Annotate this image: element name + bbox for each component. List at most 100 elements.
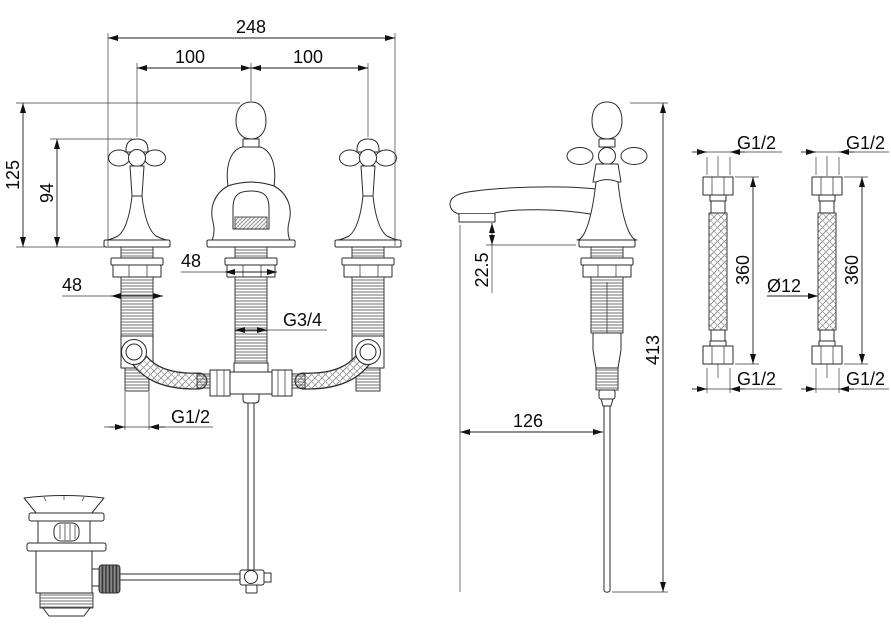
waste-lower-flange [26,542,107,552]
side-handle-arm-right [620,147,648,165]
side-top-knob [591,101,623,140]
spout-aerator [234,216,268,230]
side-tail-collar [598,389,616,400]
spout-arch-window [232,190,270,230]
valve-right-flange [334,239,402,248]
valve-right-thread-upper [351,246,385,259]
flex-right-top-nut [811,176,843,196]
flex-left-bottom-nut [702,345,734,365]
valve-left-handle-arm-left [108,149,130,167]
valve-right-handle-arm-left [339,149,361,167]
valve-right-backnut [343,264,393,278]
flex-right-top-ferrule [819,200,835,214]
tee-nut-left [209,369,231,397]
side-backnut [582,264,632,278]
waste-funnel [23,495,105,515]
valve-left-flange [103,239,171,248]
spout-upper-dome [226,146,276,187]
side-tail-taper [600,398,614,407]
tee-body [227,371,275,395]
spout-backnut [226,264,276,278]
flex-right-bottom-ferrule [819,329,835,342]
valve-right-tail-thread [355,367,381,392]
hose-left-boss [121,339,147,365]
side-flange [578,239,636,248]
dim-hose-right-top: G1/2 [846,133,885,153]
valve-right-handle-hub [359,149,377,167]
side-spout [449,186,597,223]
side-tail-body [592,332,622,369]
tee-outlet [242,393,260,404]
dim-overall-height: 125 [3,160,23,190]
waste-knurled-nut [98,564,121,594]
pop-up-rod [239,403,272,594]
hose-left-stub [196,373,211,389]
waste-thread-end [42,607,91,617]
flex-left-bottom-collar [709,340,727,347]
valve-left-backnut [112,264,162,278]
dim-tail-thread: G1/2 [171,407,210,427]
valve-left-washer [110,257,164,266]
dim-handle-height: 94 [37,183,57,203]
flex-right-bottom-collar [818,340,836,347]
flex-right-bottom-nut [811,345,843,365]
dim-hose-left-top: G1/2 [737,133,776,153]
side-handle-hub [598,147,616,165]
valve-right-washer [341,257,395,266]
side-tail-thread [595,367,619,391]
valve-left-thread-lower [120,276,154,337]
side-thread-upper [590,246,624,259]
valve-left-thread-upper [120,246,154,259]
side-washer [580,257,634,266]
valve-right-handle-arm-right [375,149,397,167]
hose-right-stub [291,373,306,389]
waste-top-plate [28,512,105,522]
spout-body [207,181,295,248]
flex-left-top-nut [702,176,734,196]
valve-left-bell [105,195,169,241]
valve-left-stem [129,165,145,197]
dim-spout-reach: 126 [513,411,543,431]
spout-washer [224,257,278,266]
valve-right-handle-cap [356,138,380,153]
dim-pitch-right: 100 [293,47,323,67]
rod-clamp-end [263,572,272,583]
dim-hose-diameter: Ø12 [767,276,801,296]
dim-side-height: 413 [643,335,663,365]
spout-base-flange [206,239,296,248]
flex-right-braid [817,212,837,331]
supply-hose-front-right [291,339,381,390]
flex-left-top-ferrule [710,200,726,214]
flex-hose-right: G1/2 360 G1/2 Ø12 [767,133,889,393]
side-view: 22.5 126 413 [449,101,668,593]
valve-left-handle-arm-right [144,149,166,167]
valve-left-handle-hub [128,149,146,167]
dim-pitch-left: 100 [175,47,205,67]
front-view: 248 100 100 125 94 48 48 G3/4 [3,17,402,594]
dim-spout-drop: 22.5 [472,252,492,287]
dim-shank-left: 48 [62,275,82,295]
side-handle-arm-left [566,147,594,165]
supply-hose-front-left [121,339,211,390]
dim-total-width: 248 [236,17,266,37]
waste-bottom-thread [39,592,94,609]
spout-column-front [206,101,296,364]
flex-hose-left: G1/2 360 G1/2 [692,133,782,393]
dim-hose-right-bottom: G1/2 [846,369,885,389]
hose-right-boss [355,339,381,365]
tee-connector [209,362,293,404]
tee-collar [233,362,269,373]
valve-right-thread-lower [351,276,385,337]
pop-up-waste [23,495,240,617]
flex-left-top-collar [709,194,727,202]
valve-right-stem [360,165,376,197]
valve-left-handle-cap [125,138,149,153]
side-knob-collar [598,138,616,148]
front-dimensions: 248 100 100 125 94 48 48 G3/4 [3,17,396,430]
spout-thread-upper [234,246,268,259]
flex-left-bottom-ferrule [710,329,726,342]
rod-clamp-pivot [244,570,258,584]
spout-knob-collar [242,138,260,148]
